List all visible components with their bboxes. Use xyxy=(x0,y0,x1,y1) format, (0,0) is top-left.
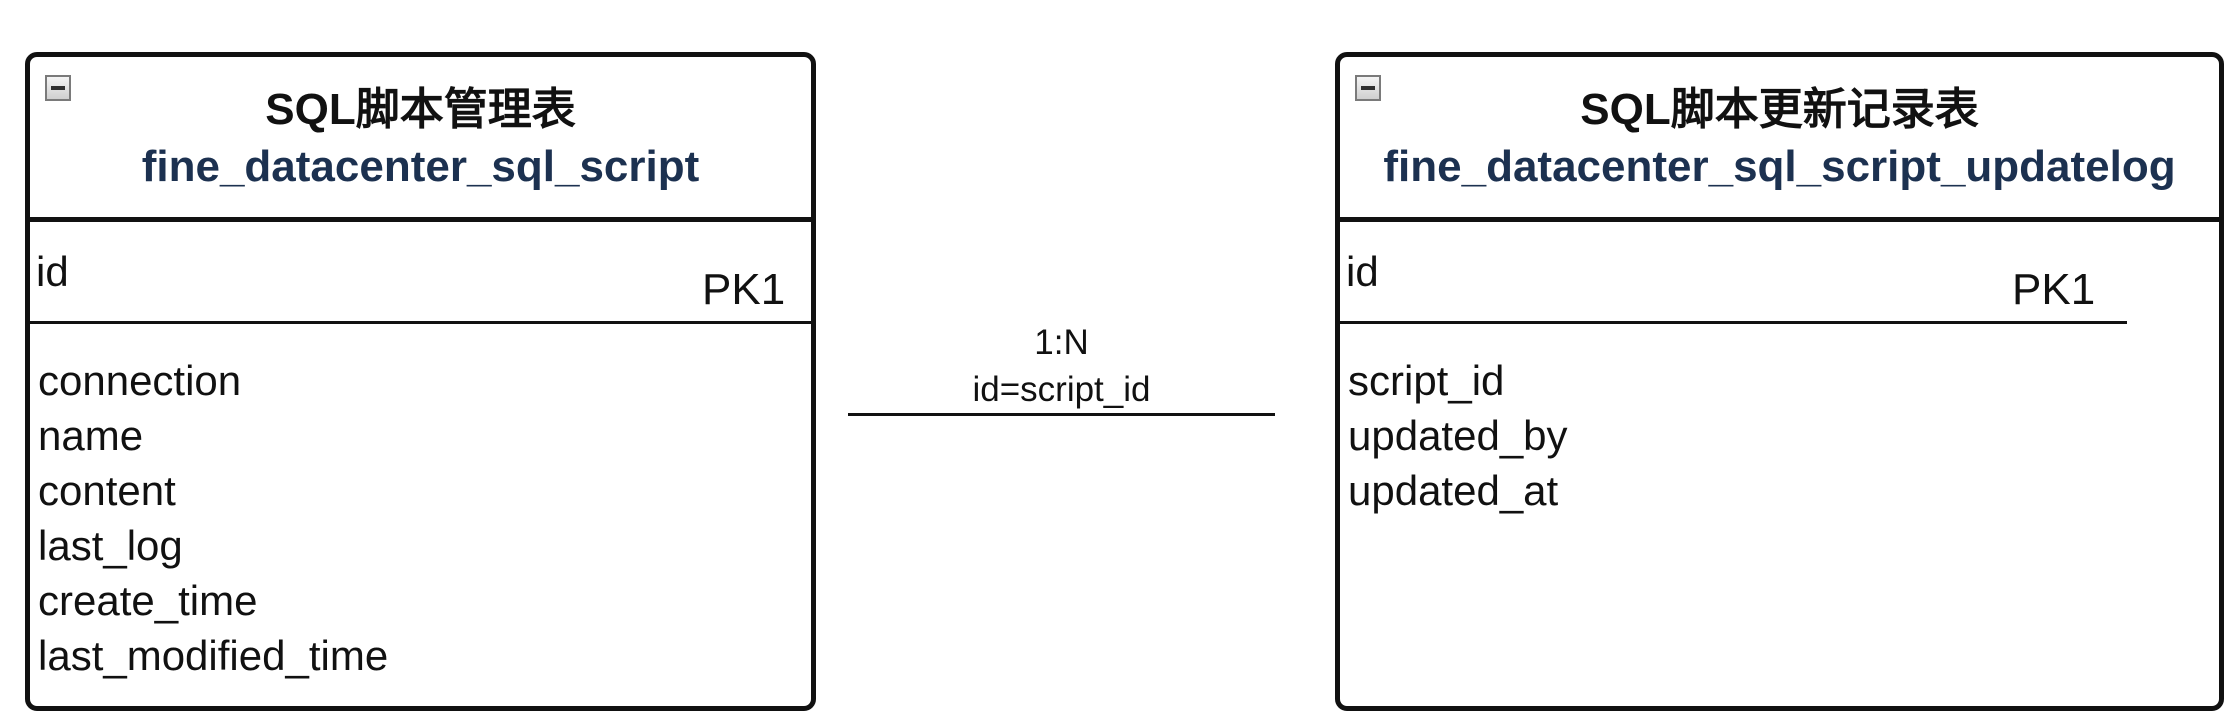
collapse-icon[interactable] xyxy=(45,75,71,101)
entity-title-cn: SQL脚本更新记录表 xyxy=(1580,85,1979,134)
header-divider xyxy=(1340,217,2219,222)
entity-title-en: fine_datacenter_sql_script xyxy=(141,142,700,191)
relationship-cardinality: 1:N xyxy=(1034,323,1089,362)
attribute-list: script_id updated_by updated_at xyxy=(1348,353,1568,518)
pk-divider xyxy=(1340,321,2127,324)
attribute-item: last_modified_time xyxy=(38,632,389,679)
entity-sql-script-updatelog: SQL脚本更新记录表 fine_datacenter_sql_script_up… xyxy=(1335,52,2224,711)
header-divider xyxy=(30,217,811,222)
pk-divider xyxy=(30,321,811,324)
relationship-line xyxy=(848,413,1275,416)
pk-tag: PK1 xyxy=(2012,265,2096,314)
collapse-icon[interactable] xyxy=(1355,75,1381,101)
relationship-condition: id=script_id xyxy=(972,370,1151,409)
attribute-item: name xyxy=(38,412,144,459)
attribute-item: content xyxy=(38,467,176,514)
pk-field: id xyxy=(1346,248,1379,295)
attribute-item: updated_at xyxy=(1348,467,1559,514)
attribute-item: connection xyxy=(38,357,242,404)
attribute-item: last_log xyxy=(38,522,183,569)
pk-field: id xyxy=(36,248,69,295)
attribute-item: create_time xyxy=(38,577,258,624)
entity-title-cn: SQL脚本管理表 xyxy=(265,85,576,134)
pk-tag: PK1 xyxy=(702,265,786,314)
attribute-item: updated_by xyxy=(1348,412,1568,459)
attribute-item: script_id xyxy=(1348,357,1505,404)
relationship-connector: 1:N id=script_id xyxy=(848,318,1275,418)
entity-sql-script: SQL脚本管理表 fine_datacenter_sql_script id P… xyxy=(25,52,816,711)
entity-title-en: fine_datacenter_sql_script_updatelog xyxy=(1383,142,2176,191)
attribute-list: connection name content last_log create_… xyxy=(38,353,388,683)
